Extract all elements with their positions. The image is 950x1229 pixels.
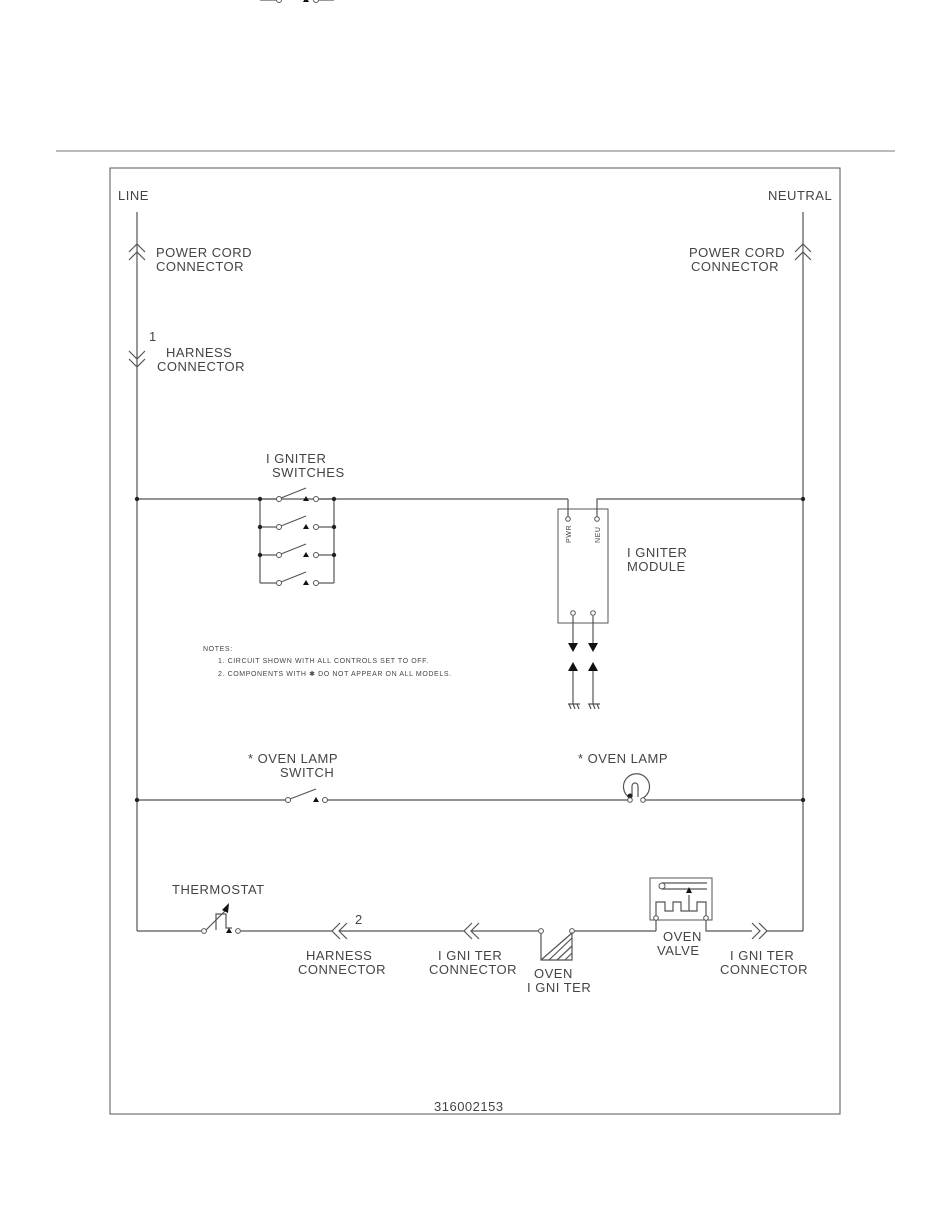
- notes-title: NOTES:: [203, 646, 233, 653]
- igniter-connector-right-label-2: CONNECTOR: [720, 962, 808, 977]
- power-cord-right-label-2: CONNECTOR: [691, 259, 779, 274]
- igniter-switches-label-2: SWITCHES: [272, 465, 345, 480]
- thermostat-icon: [201, 903, 241, 934]
- power-cord-connector-left-icon: [128, 243, 146, 261]
- power-cord-left-label-2: CONNECTOR: [156, 259, 244, 274]
- power-cord-left-label-1: POWER CORD: [156, 245, 252, 260]
- harness-connector-top-icon: [128, 350, 146, 368]
- igniter-module-label-1: I GNITER: [627, 545, 687, 560]
- diagram-frame: [109, 167, 841, 1115]
- harness-bottom-label-1: HARNESS: [306, 948, 372, 963]
- oven-valve-label-2: VALVE: [657, 943, 699, 958]
- igniter-connector-left-label-2: CONNECTOR: [429, 962, 517, 977]
- power-cord-connector-right-icon: [794, 243, 812, 261]
- thermostat-label: THERMOSTAT: [172, 882, 265, 897]
- igniter-module-label-2: MODULE: [627, 559, 686, 574]
- harness-bottom-number: 2: [355, 912, 363, 927]
- oven-lamp-switch-icon: [285, 788, 328, 803]
- oven-valve-icon: [649, 877, 752, 932]
- line-label: LINE: [118, 188, 149, 203]
- igniter-module-icon: [557, 508, 609, 710]
- harness-top-label-2: CONNECTOR: [157, 359, 245, 374]
- igniter-connector-left-label-1: I GNI TER: [438, 948, 502, 963]
- note-2: 2. COMPONENTS WITH ✱ DO NOT APPEAR ON AL…: [218, 670, 452, 678]
- neu-label: NEU: [595, 526, 602, 543]
- oven-lamp-switch-label-1: * OVEN LAMP: [248, 751, 338, 766]
- note-1: 1. CIRCUIT SHOWN WITH ALL CONTROLS SET T…: [218, 658, 429, 665]
- igniter-connector-right-label-1: I GNI TER: [730, 948, 794, 963]
- igniter-connector-right-icon: [751, 922, 768, 940]
- harness-top-label-1: HARNESS: [166, 345, 232, 360]
- igniter-switches-label-1: I GNITER: [266, 451, 326, 466]
- harness-top-number: 1: [149, 329, 157, 344]
- oven-valve-label-1: OVEN: [663, 929, 702, 944]
- power-cord-right-label-1: POWER CORD: [689, 245, 785, 260]
- harness-bottom-label-2: CONNECTOR: [298, 962, 386, 977]
- igniter-switches-icon: [257, 0, 337, 587]
- part-number: 316002153: [434, 1099, 504, 1114]
- oven-lamp-label: * OVEN LAMP: [578, 751, 668, 766]
- pwr-label: PWR: [566, 525, 573, 543]
- oven-igniter-label-2: I GNI TER: [527, 980, 591, 995]
- neutral-label: NEUTRAL: [768, 188, 832, 203]
- oven-lamp-icon: [622, 773, 651, 803]
- oven-igniter-label-1: OVEN: [534, 966, 573, 981]
- oven-igniter-icon: [538, 928, 575, 961]
- oven-lamp-switch-label-2: SWITCH: [280, 765, 334, 780]
